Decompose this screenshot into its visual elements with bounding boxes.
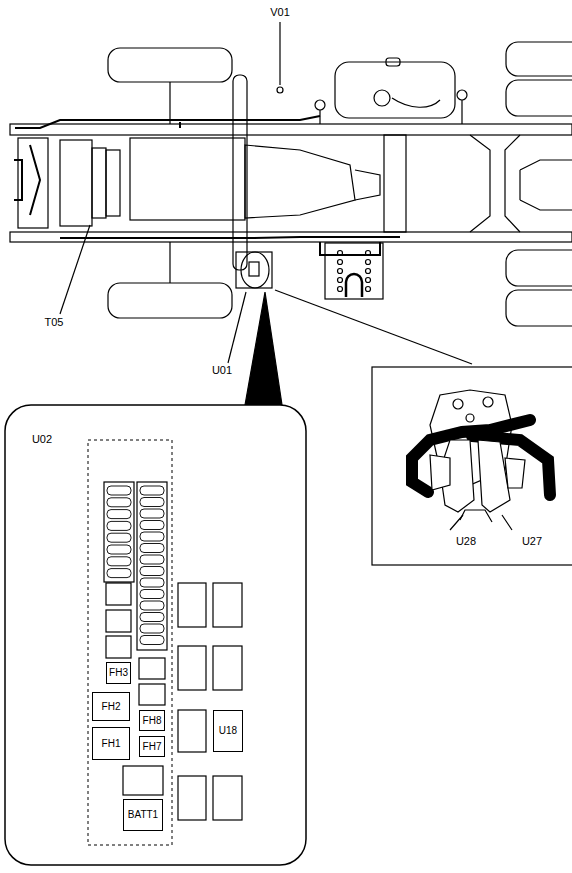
fuse-box: FH8 — [139, 710, 165, 731]
component-label: U18 — [219, 726, 237, 736]
part-callout: V01 — [269, 7, 291, 18]
part-callout: T05 — [44, 317, 65, 328]
part-callout: U27 — [521, 536, 543, 547]
component-label: FH3 — [109, 668, 128, 678]
component-label: FH8 — [143, 716, 162, 726]
fuse-box: U18 — [213, 710, 243, 752]
fuse-box: FH1 — [92, 727, 130, 760]
component-label: FH2 — [102, 702, 121, 712]
fuse-box: FH3 — [106, 662, 131, 684]
part-callout: U28 — [455, 536, 477, 547]
part-callout: U02 — [31, 434, 53, 445]
fuse-box: BATT1 — [123, 799, 163, 831]
fuse-box: FH7 — [139, 736, 165, 757]
part-callout: U01 — [211, 365, 233, 376]
component-label: FH7 — [143, 742, 162, 752]
fuse-box: FH2 — [92, 692, 130, 721]
component-label: BATT1 — [128, 810, 158, 820]
component-label: FH1 — [102, 739, 121, 749]
